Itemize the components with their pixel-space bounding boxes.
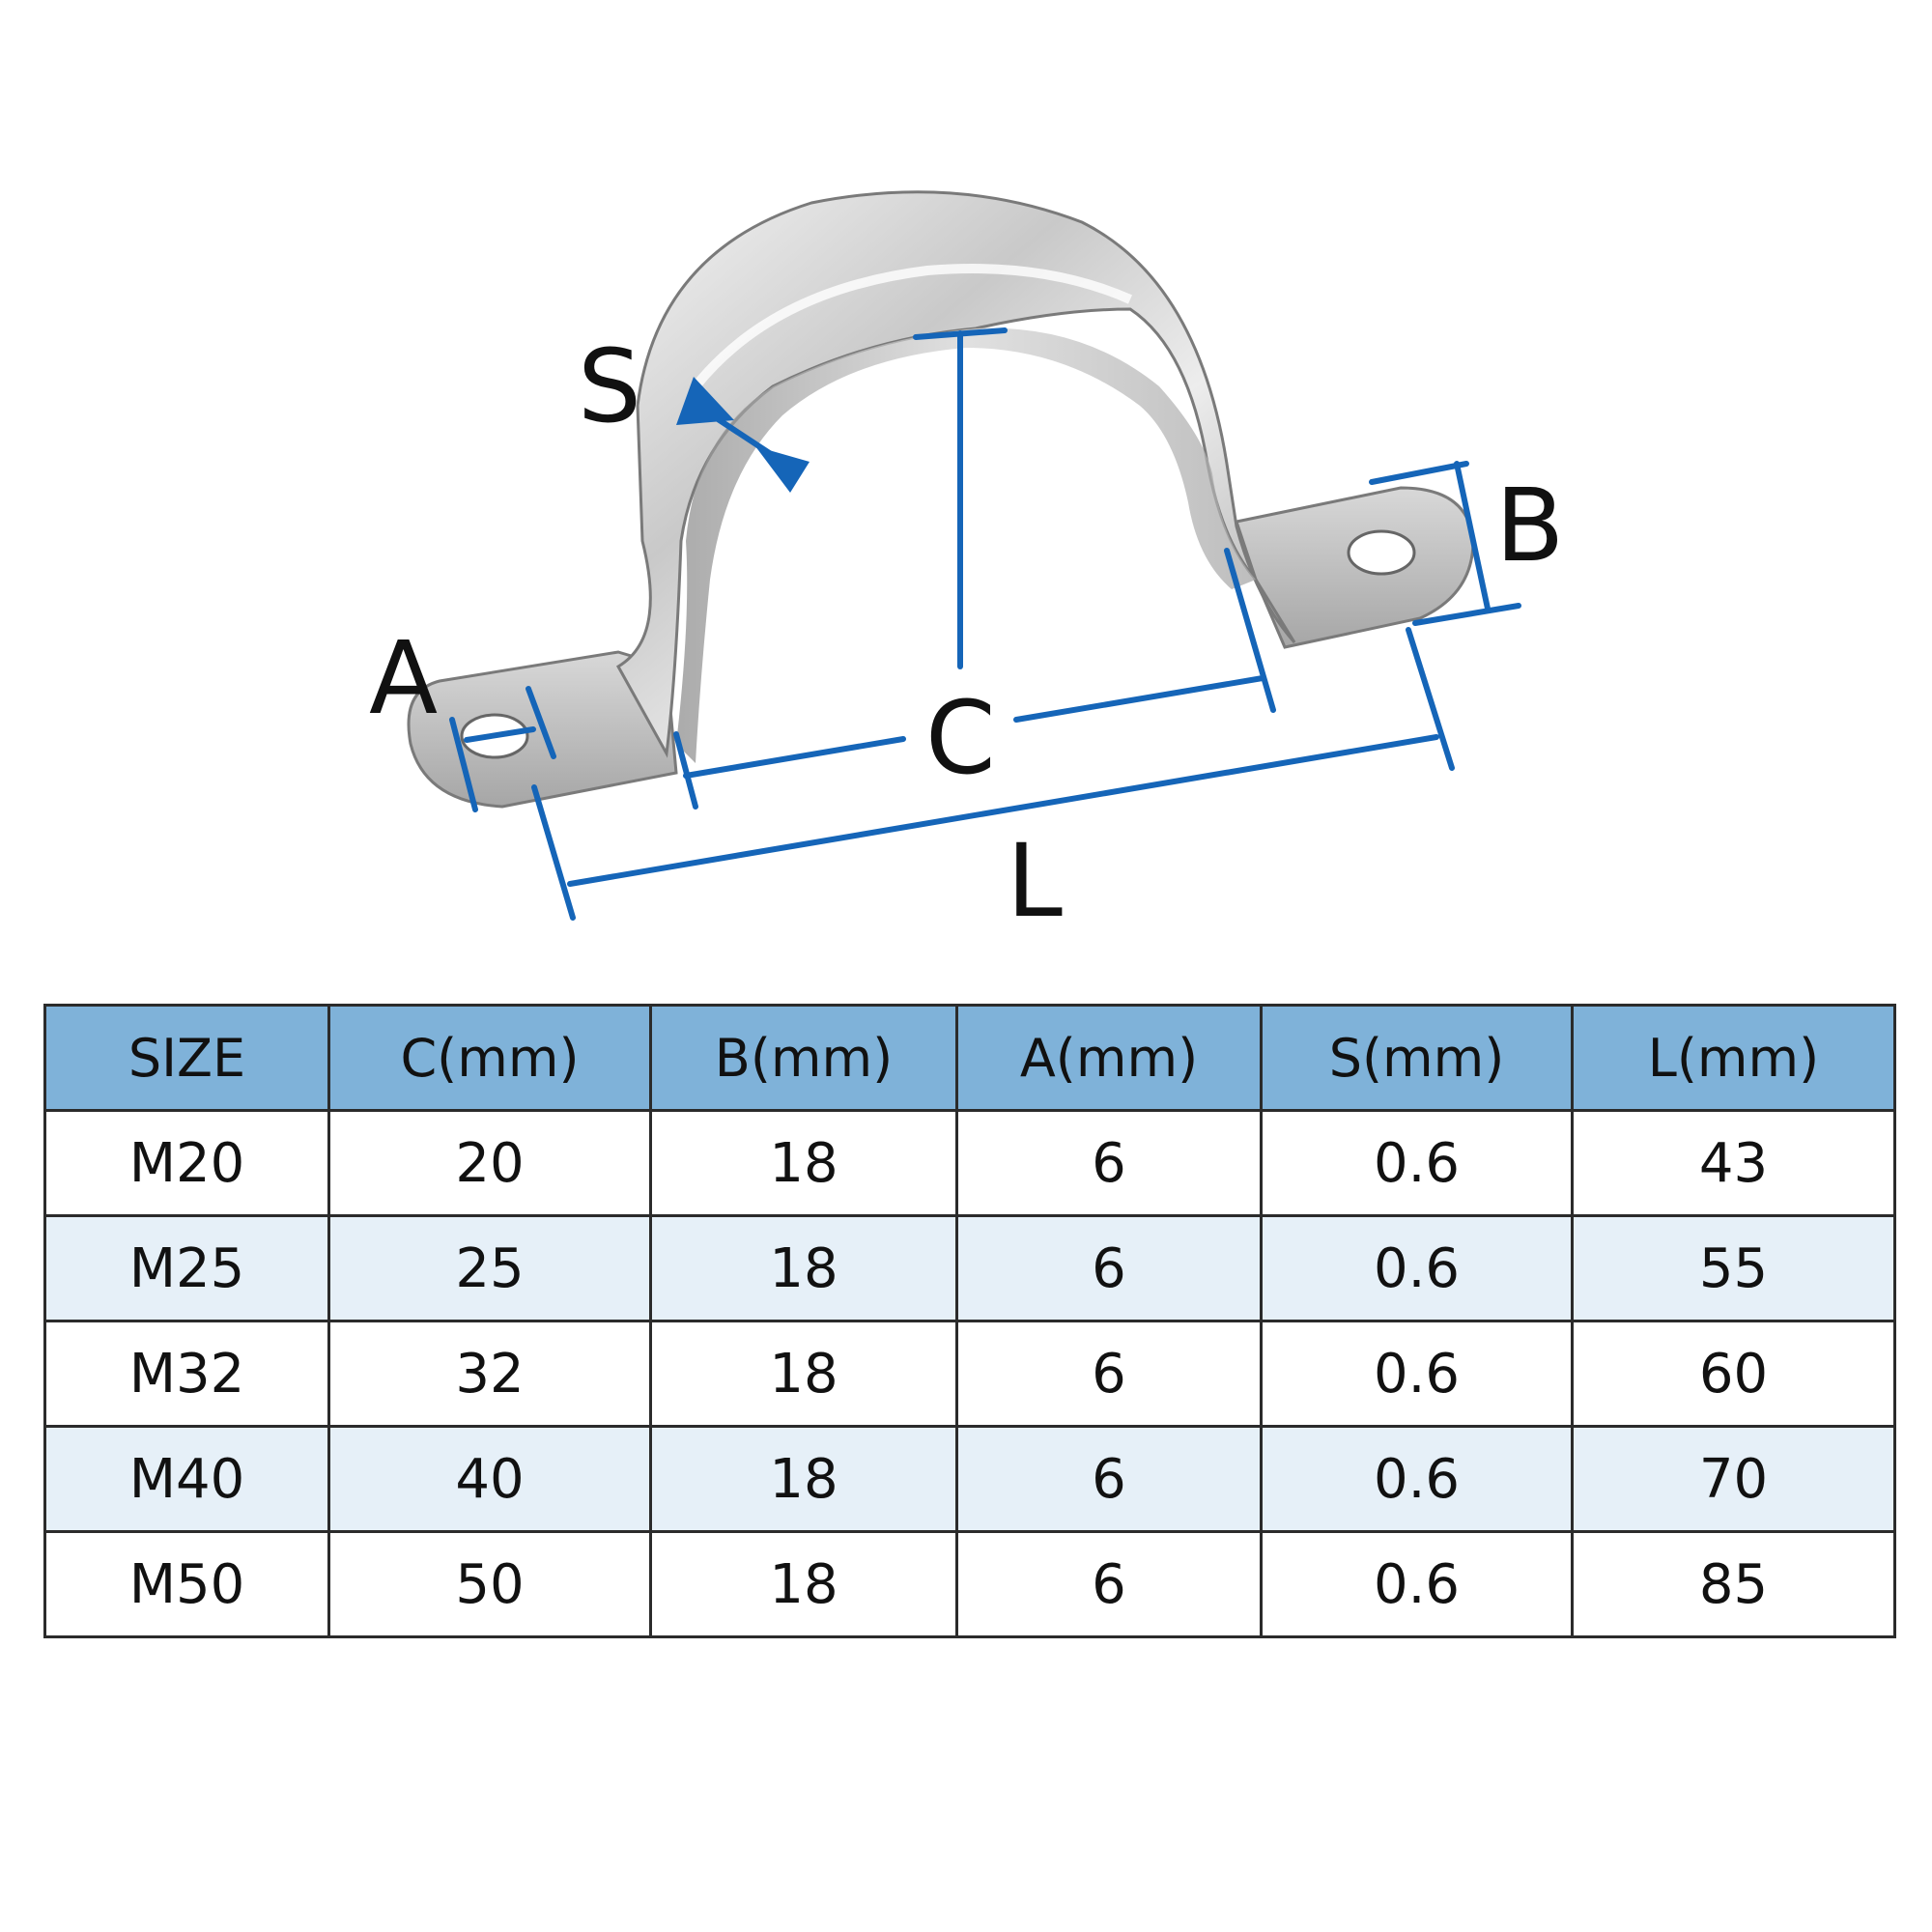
dimension-a-line — [464, 726, 536, 743]
cell-size: M32 — [43, 1320, 330, 1428]
dimension-s-arrow-top — [676, 377, 734, 425]
cell-a: 6 — [955, 1530, 1263, 1638]
dimension-a-tick-left — [449, 717, 478, 812]
cell-c: 50 — [327, 1530, 652, 1638]
dimension-s-arrow-bottom — [755, 446, 810, 493]
cell-l: 43 — [1571, 1109, 1896, 1217]
cell-s: 0.6 — [1260, 1530, 1574, 1638]
cell-size: M40 — [43, 1425, 330, 1533]
dimension-b-tick-top — [1369, 461, 1469, 485]
dimension-b-tick-bottom — [1412, 603, 1521, 626]
cell-a: 6 — [955, 1214, 1263, 1322]
dimension-l-tick-left — [531, 784, 576, 921]
cell-l: 70 — [1571, 1425, 1896, 1533]
cell-c: 25 — [327, 1214, 652, 1322]
cell-b: 18 — [649, 1425, 958, 1533]
pipe-saddle-clamp-diagram: S B A C L — [369, 190, 1564, 940]
label-c: C — [925, 679, 996, 797]
table-row: M25 25 18 6 0.6 55 — [43, 1214, 1896, 1322]
cell-l: 55 — [1571, 1214, 1896, 1322]
dimension-c-line-right — [1013, 675, 1265, 723]
cell-b: 18 — [649, 1320, 958, 1428]
cell-s: 0.6 — [1260, 1320, 1574, 1428]
dimension-l-line — [567, 734, 1439, 887]
label-s: S — [578, 327, 641, 445]
dimension-c-tick-right — [1224, 548, 1276, 713]
cell-size: M25 — [43, 1214, 330, 1322]
table-row: M20 20 18 6 0.6 43 — [43, 1109, 1896, 1217]
cell-s: 0.6 — [1260, 1214, 1574, 1322]
cell-s: 0.6 — [1260, 1109, 1574, 1217]
dimension-b-line — [1454, 461, 1491, 611]
cell-a: 6 — [955, 1109, 1263, 1217]
table-row: M32 32 18 6 0.6 60 — [43, 1320, 1896, 1428]
dimension-l-tick-right — [1406, 627, 1455, 771]
dimension-c-tick-left — [673, 731, 698, 810]
cell-a: 6 — [955, 1320, 1263, 1428]
clamp-body — [407, 190, 1475, 809]
cell-s: 0.6 — [1260, 1425, 1574, 1533]
dimension-a-tick-right — [526, 686, 556, 759]
table-row: M50 50 18 6 0.6 85 — [43, 1530, 1896, 1638]
cell-c: 32 — [327, 1320, 652, 1428]
right-mounting-hole — [1347, 529, 1416, 576]
size-specification-table: SIZE C(mm) B(mm) A(mm) S(mm) L(mm) M20 2… — [43, 1004, 1896, 1638]
header-c: C(mm) — [327, 1004, 652, 1112]
right-mounting-tab — [1235, 486, 1475, 649]
cell-a: 6 — [955, 1425, 1263, 1533]
dimension-c-line-left — [683, 736, 906, 779]
cell-b: 18 — [649, 1530, 958, 1638]
label-l: L — [1007, 822, 1063, 940]
cell-l: 85 — [1571, 1530, 1896, 1638]
cell-l: 60 — [1571, 1320, 1896, 1428]
cell-b: 18 — [649, 1214, 958, 1322]
header-a: A(mm) — [955, 1004, 1263, 1112]
header-l: L(mm) — [1571, 1004, 1896, 1112]
label-b: B — [1495, 467, 1564, 584]
header-size: SIZE — [43, 1004, 330, 1112]
cell-size: M50 — [43, 1530, 330, 1638]
thickness-arrows — [676, 377, 810, 493]
cell-b: 18 — [649, 1109, 958, 1217]
cell-c: 20 — [327, 1109, 652, 1217]
header-s: S(mm) — [1260, 1004, 1574, 1112]
table-header-row: SIZE C(mm) B(mm) A(mm) S(mm) L(mm) — [43, 1004, 1896, 1112]
header-b: B(mm) — [649, 1004, 958, 1112]
cell-size: M20 — [43, 1109, 330, 1217]
table-row: M40 40 18 6 0.6 70 — [43, 1425, 1896, 1533]
cell-c: 40 — [327, 1425, 652, 1533]
label-a: A — [369, 619, 438, 737]
dimension-c-top-tick — [913, 327, 1008, 340]
